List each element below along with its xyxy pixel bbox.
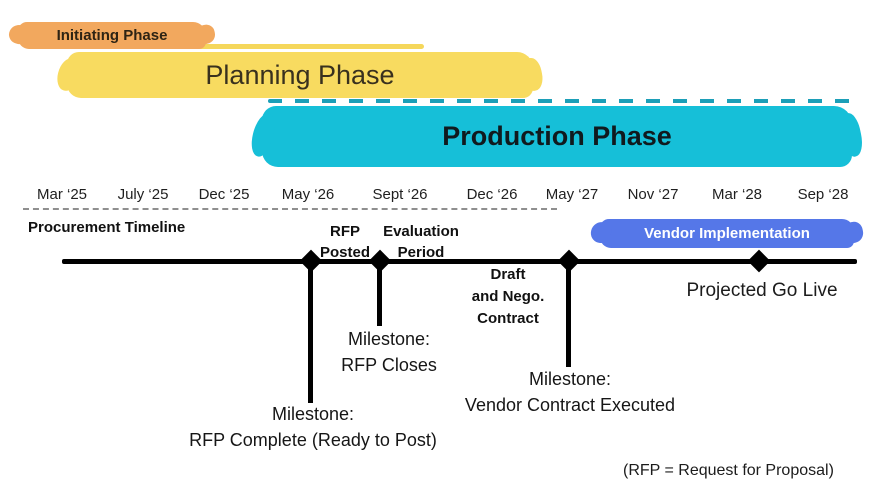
milestone-vendor-contract-executed: Milestone: Vendor Contract Executed xyxy=(464,369,676,415)
milestone-diamond-icon xyxy=(747,249,771,273)
teal-paint-streak xyxy=(268,99,852,103)
timeline-title: Procurement Timeline xyxy=(28,219,186,236)
axis-date: July ‘25 xyxy=(117,186,169,203)
axis-date: Mar ‘25 xyxy=(36,186,88,203)
axis-date: May ‘26 xyxy=(281,186,335,203)
event-evaluation-period: Evaluation Period xyxy=(383,223,459,261)
yellow-paint-streak xyxy=(72,44,424,49)
planning-phase-banner: Planning Phase xyxy=(67,52,533,98)
axis-date: Sept ‘26 xyxy=(372,186,428,203)
event-draft-nego-contract: Draft and Nego. Contract xyxy=(471,266,545,327)
axis-date: Dec ‘25 xyxy=(198,186,250,203)
rfp-footnote: (RFP = Request for Proposal) xyxy=(623,462,834,479)
event-rfp-posted: RFP Posted xyxy=(319,223,371,261)
axis-date: May ‘27 xyxy=(545,186,599,203)
event-projected-go-live: Projected Go Live xyxy=(686,280,838,301)
axis-date: Dec ‘26 xyxy=(466,186,518,203)
vendor-implementation-banner: Vendor Implementation xyxy=(600,219,854,248)
milestone-rfp-closes: Milestone: RFP Closes xyxy=(341,329,437,375)
vendor-implementation-label: Vendor Implementation xyxy=(644,225,810,242)
timeline-axis-line xyxy=(62,259,857,264)
milestone-connector-line xyxy=(377,264,382,326)
milestone-connector-line xyxy=(566,264,571,367)
milestone-rfp-complete: Milestone: RFP Complete (Ready to Post) xyxy=(189,404,437,450)
milestone-connector-line xyxy=(308,264,313,403)
axis-date: Mar ‘28 xyxy=(711,186,763,203)
planning-phase-label: Planning Phase xyxy=(205,59,395,90)
production-phase-label: Production Phase xyxy=(442,121,672,151)
axis-date: Sep ‘28 xyxy=(797,186,849,203)
axis-date: Nov ‘27 xyxy=(627,186,679,203)
initiating-phase-label: Initiating Phase xyxy=(56,27,168,44)
production-phase-banner: Production Phase xyxy=(262,106,852,167)
dashed-separator-line xyxy=(23,208,557,210)
initiating-phase-banner: Initiating Phase xyxy=(18,22,206,49)
